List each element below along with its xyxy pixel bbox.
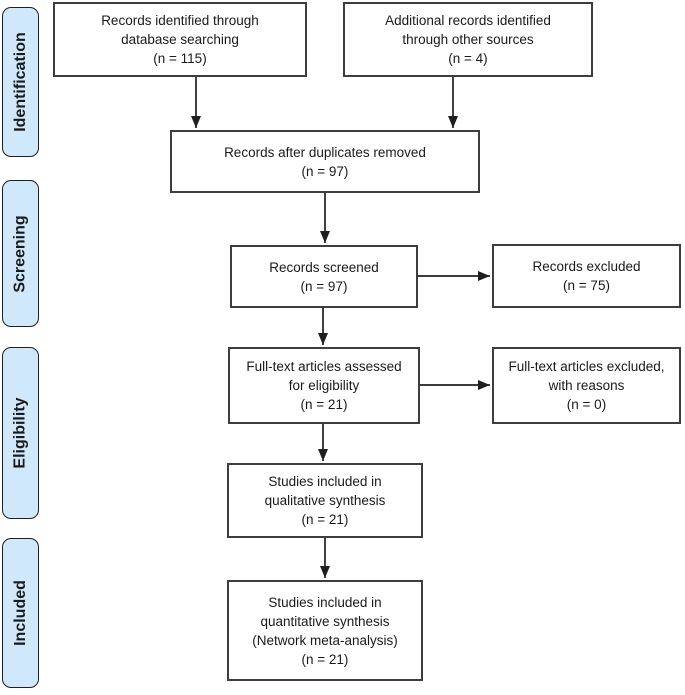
node-records-excluded-text: Records excluded(n = 75) (532, 259, 641, 293)
stage-included-label: Included (11, 580, 29, 646)
stage-screening-label: Screening (11, 214, 29, 293)
stage-identification-label: Identification (11, 32, 29, 132)
node-records-screened-text: Records screened(n = 97) (269, 259, 379, 294)
stage-included: Included (2, 538, 39, 688)
node-records-after-duplicates-removed: Records after duplicates removed(n = 97) (170, 130, 480, 193)
stage-identification: Identification (2, 7, 39, 157)
node-fulltext-excluded-text: Full-text articles excluded,with reasons… (508, 359, 665, 412)
node-fulltext-excluded: Full-text articles excluded,with reasons… (492, 347, 681, 424)
node-records-excluded: Records excluded(n = 75) (492, 244, 681, 308)
stage-screening: Screening (2, 180, 39, 327)
node-records-after-duplicates-removed-text: Records after duplicates removed(n = 97) (224, 144, 426, 179)
node-records-screened: Records screened(n = 97) (230, 245, 418, 308)
stage-eligibility-label: Eligibility (11, 397, 29, 469)
stage-eligibility: Eligibility (2, 347, 39, 519)
